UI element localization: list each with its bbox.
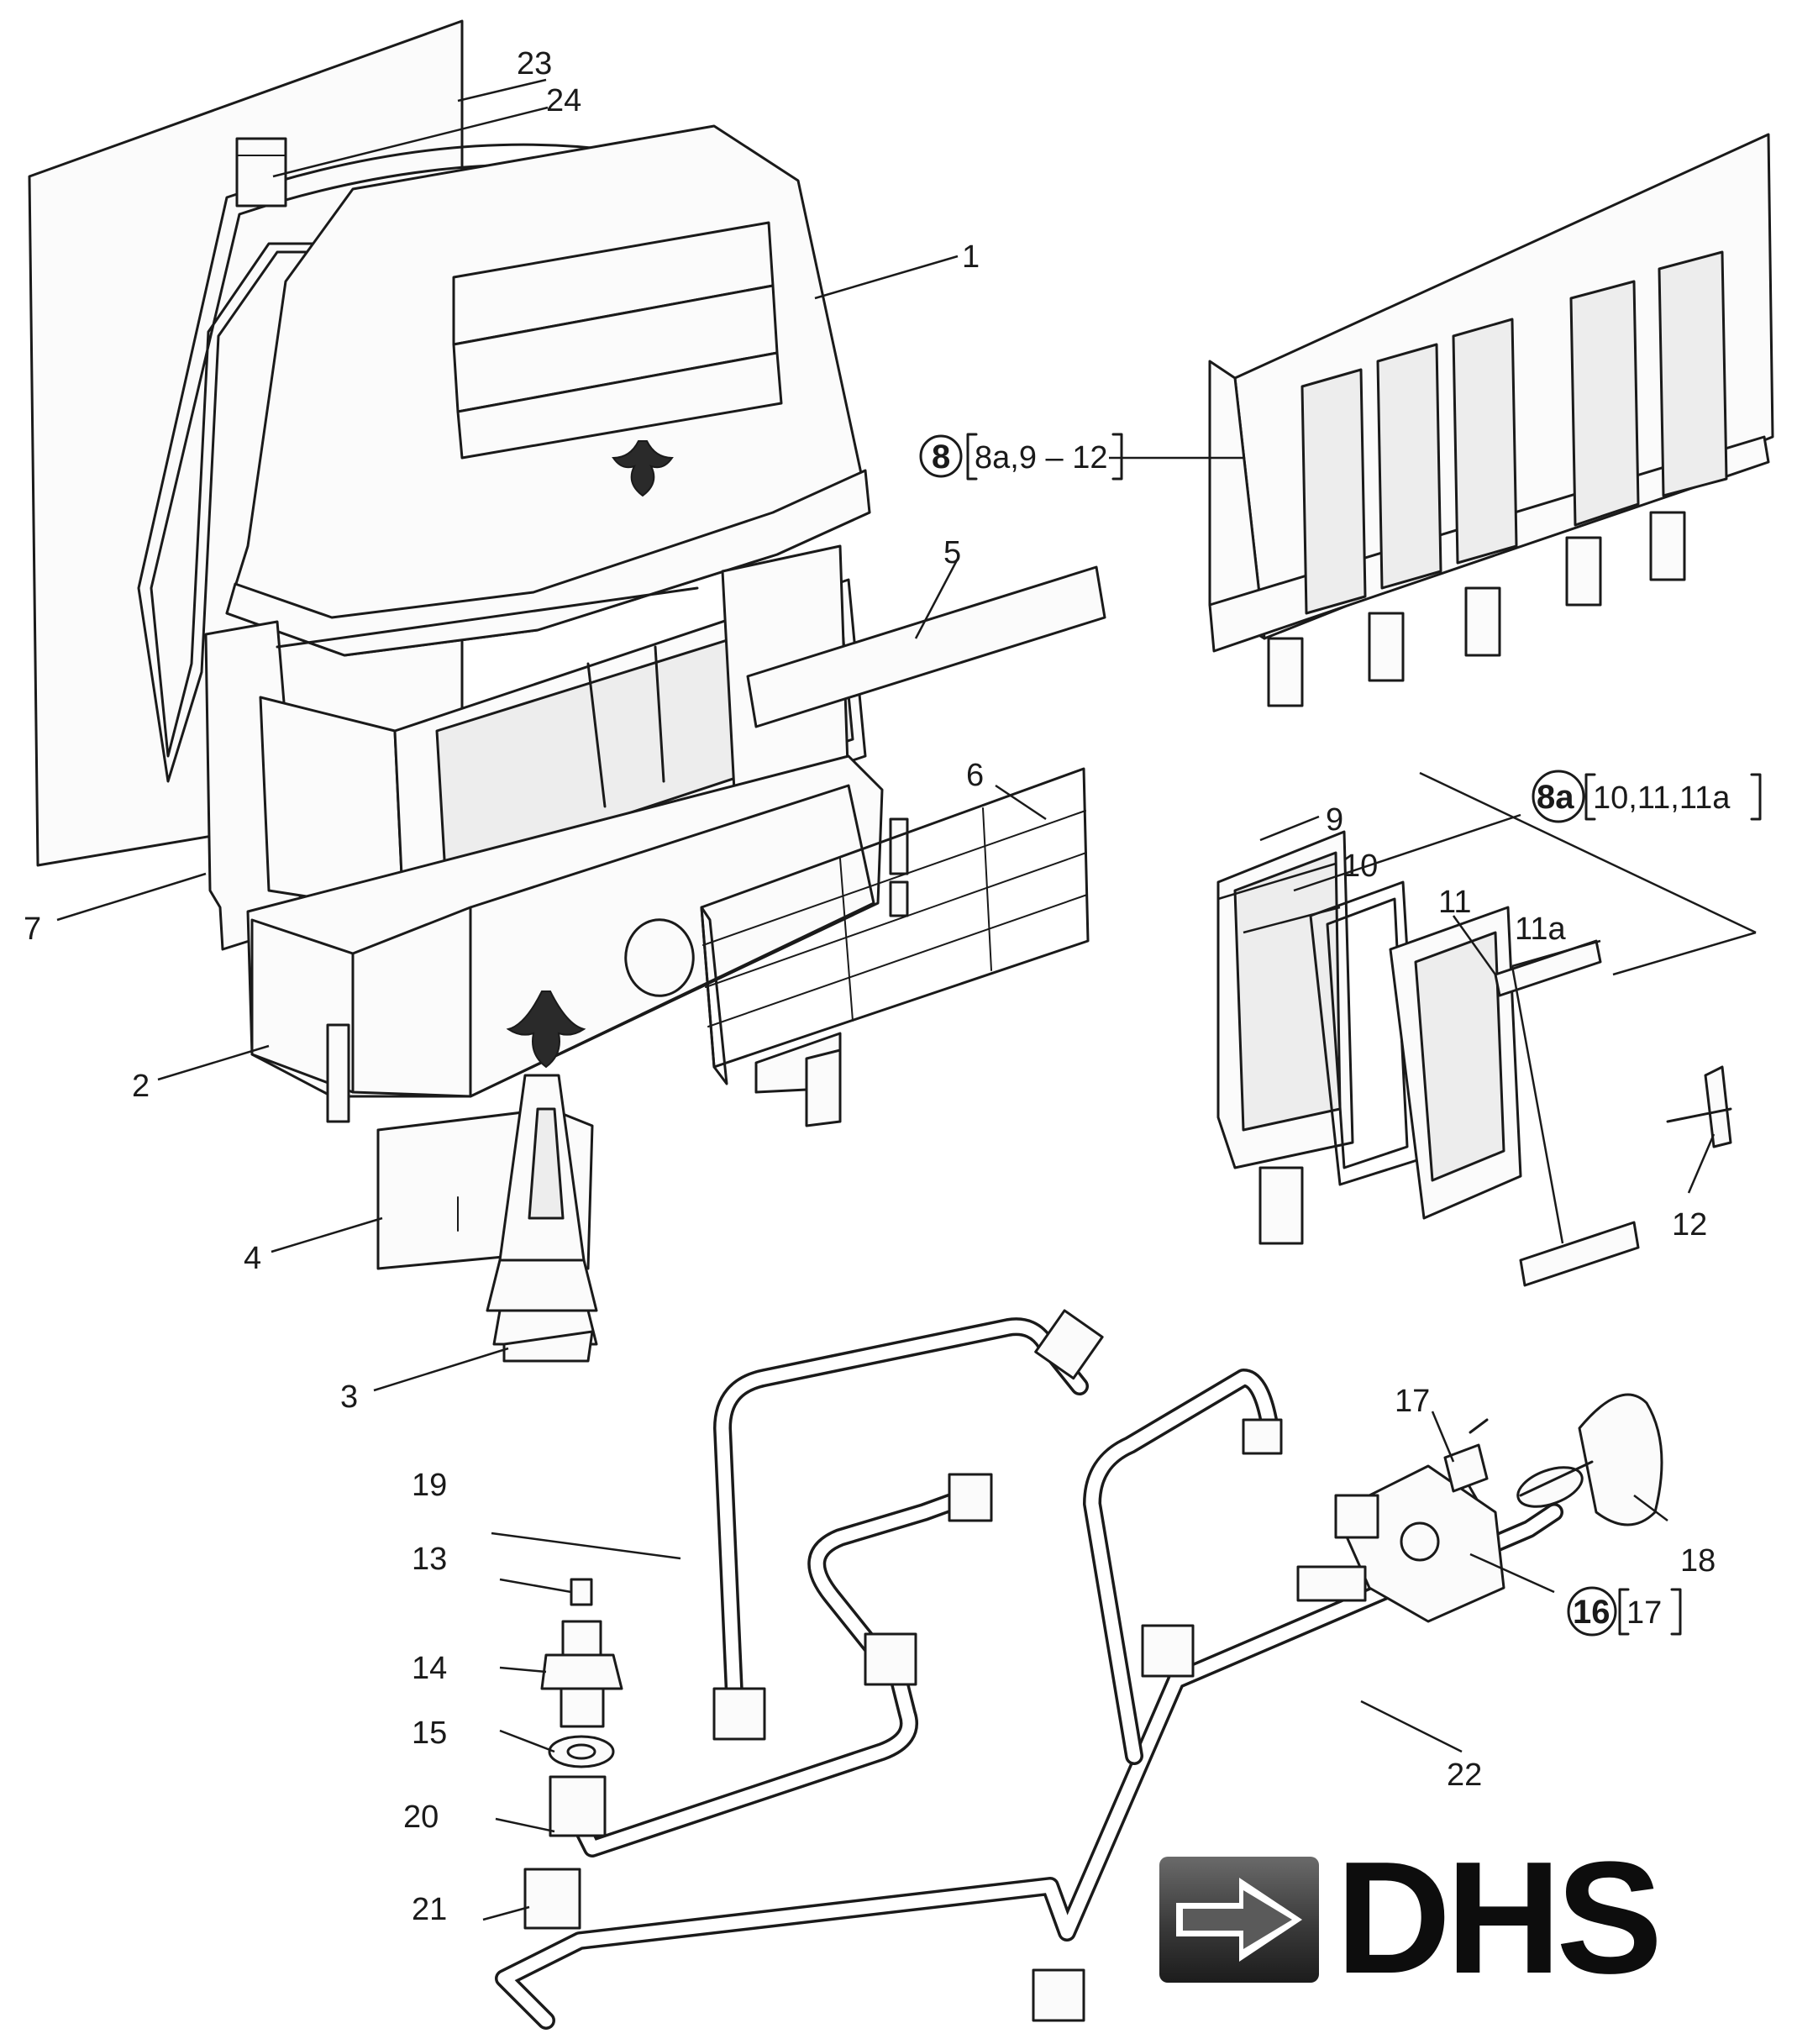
- part-15-lock-nut: [548, 1735, 615, 1768]
- group-callout-16: 16 17: [1567, 1586, 1682, 1637]
- burner-louvres: [1300, 250, 1728, 615]
- group-16-number: 16: [1573, 1594, 1610, 1631]
- group-8-list: 8a,9 – 12: [975, 440, 1107, 476]
- inner-firebox: [259, 544, 867, 913]
- label-12: 12: [1672, 1207, 1707, 1243]
- label-24: 24: [546, 83, 581, 118]
- part-2-front-base: [246, 754, 909, 1123]
- part-1-top-hood: [225, 124, 871, 657]
- label-20: 20: [403, 1800, 439, 1835]
- group-callout-8a: 8a 10,11,11a: [1532, 770, 1762, 823]
- label-10: 10: [1342, 849, 1378, 884]
- label-19: 19: [412, 1468, 447, 1503]
- logo-text: DHS: [1336, 1829, 1663, 2007]
- part-9-burner-body: [1216, 830, 1354, 1245]
- arrow-right-icon: [1159, 1857, 1319, 1983]
- label-13: 13: [412, 1542, 447, 1577]
- group-8a-list: 10,11,11a: [1593, 780, 1731, 816]
- label-11a: 11a: [1515, 912, 1566, 947]
- fleur-de-lis-emblem-icon: [612, 440, 674, 497]
- group-8a-number: 8a: [1537, 779, 1574, 816]
- label-6: 6: [966, 758, 984, 793]
- label-9: 9: [1326, 802, 1343, 838]
- group-callout-8: 8 8a,9 – 12: [919, 433, 1123, 481]
- label-2: 2: [132, 1069, 150, 1104]
- part-18-control-knob: [1516, 1393, 1663, 1526]
- part-11a-clips: [1494, 939, 1640, 1287]
- label-23: 23: [517, 46, 552, 81]
- part-5-strip: [746, 565, 1106, 728]
- label-3: 3: [340, 1379, 358, 1415]
- leader-lines: [56, 78, 1757, 1921]
- part-12-spark-electrode: [1666, 1065, 1732, 1148]
- label-14: 14: [412, 1651, 447, 1686]
- group-16-list: 17: [1626, 1595, 1662, 1631]
- dhs-logo: DHS: [1159, 1838, 1747, 1998]
- part-16-gas-valve: [1296, 1464, 1505, 1623]
- label-21: 21: [412, 1892, 447, 1927]
- label-18: 18: [1680, 1543, 1716, 1579]
- group-8-number: 8: [932, 439, 950, 476]
- label-17: 17: [1395, 1384, 1430, 1419]
- label-11: 11: [1438, 885, 1471, 920]
- label-15: 15: [412, 1716, 447, 1751]
- part-19-gas-pipe: [712, 1309, 1104, 1741]
- part-6-wire-guard: [700, 767, 1090, 1127]
- label-1: 1: [962, 239, 980, 275]
- label-4: 4: [244, 1241, 261, 1276]
- part-17-valve-spindle: [1443, 1418, 1489, 1493]
- part-20-gas-pipe: [549, 1473, 993, 1857]
- part-11-louvre-plate: [1389, 906, 1522, 1220]
- part-13-nut: [570, 1578, 593, 1606]
- part-3-decorative-column: [486, 990, 598, 1363]
- label-7: 7: [24, 912, 41, 947]
- part-labels: 23 24 1 5 6 7 2 4 3 9 10 11 11a 12 19 13…: [24, 46, 1716, 1927]
- part-14-union: [540, 1620, 623, 1728]
- label-5: 5: [943, 535, 961, 570]
- label-22: 22: [1447, 1758, 1482, 1793]
- burner-jets: [1267, 511, 1686, 707]
- part-8-burner-assembly: [1208, 133, 1774, 707]
